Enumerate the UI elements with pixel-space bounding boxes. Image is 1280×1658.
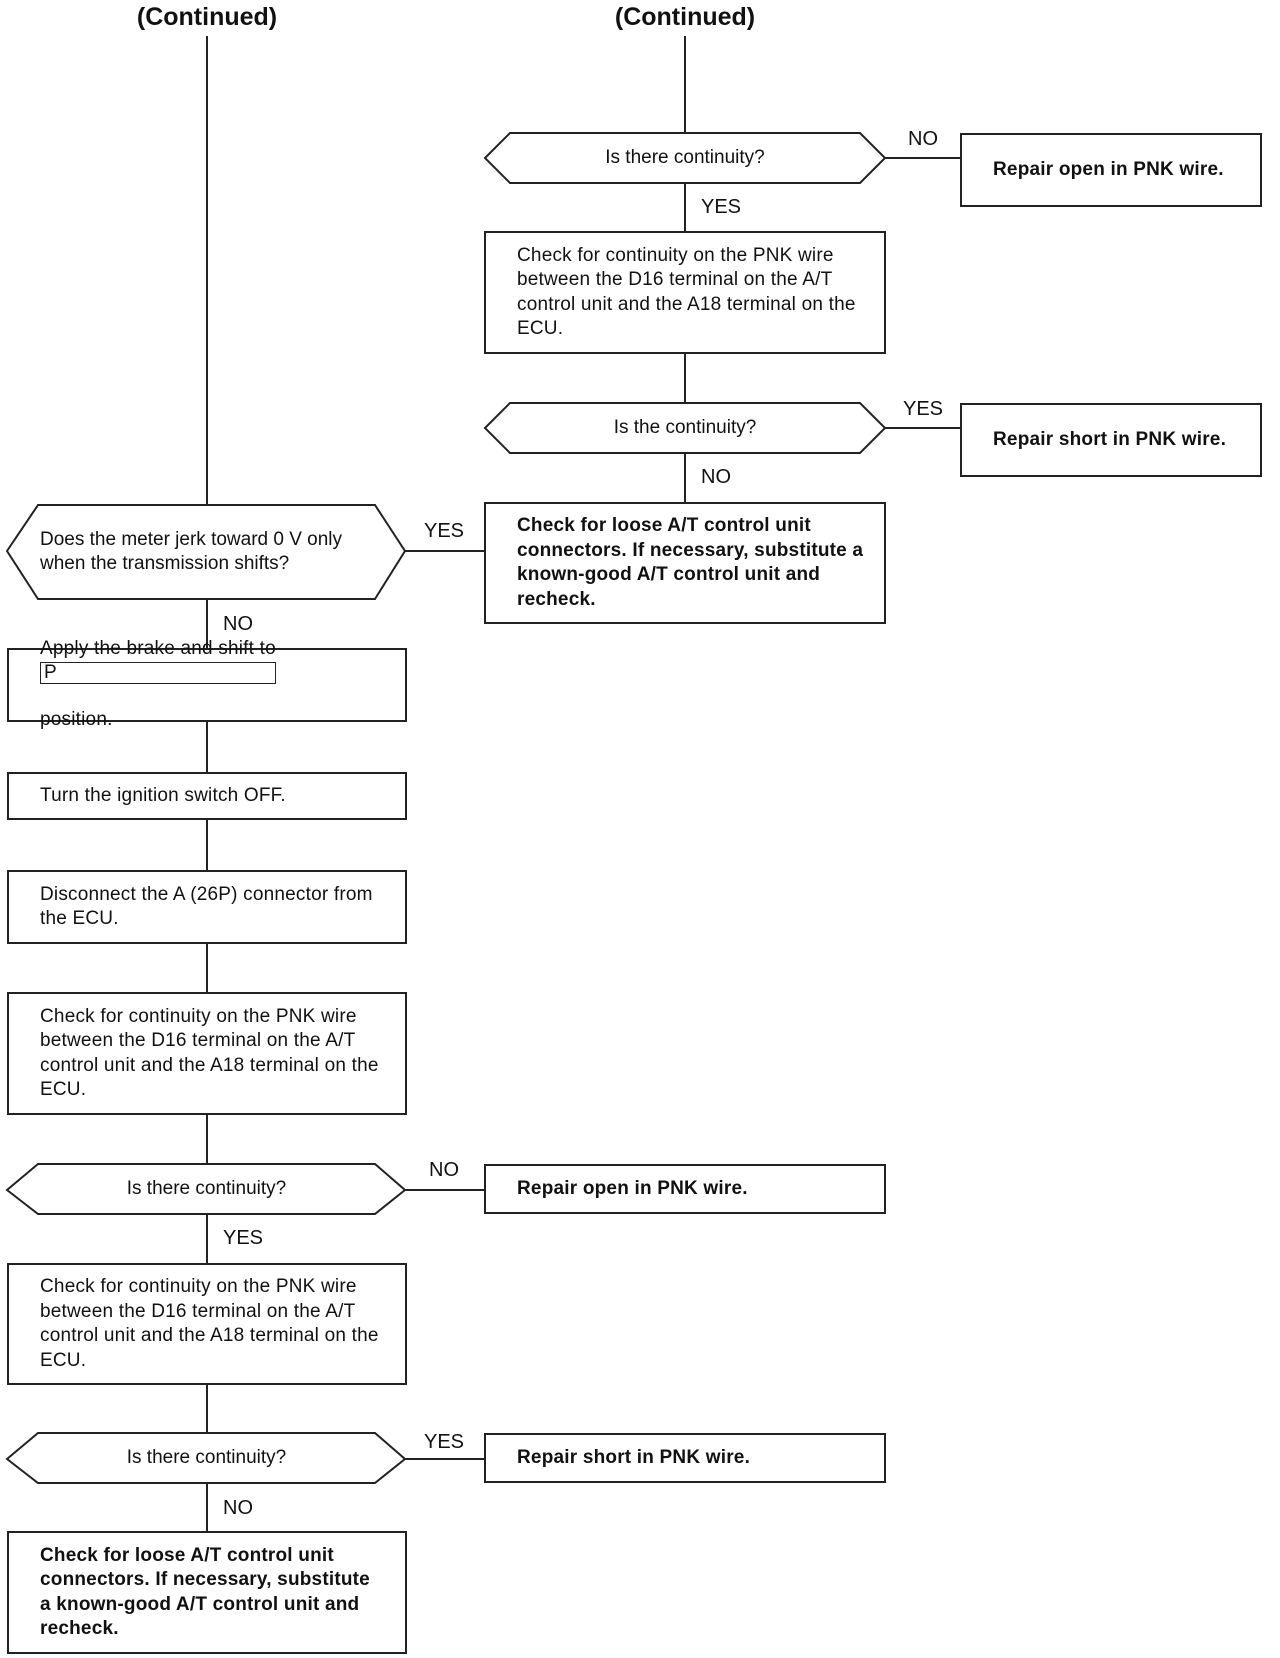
header-continued-left: (Continued) <box>136 3 278 31</box>
check-continuity-box-1: Check for continuity on the PNK wire bet… <box>484 231 886 354</box>
apply-brake-text-before: Apply the brake and shift to <box>40 638 276 660</box>
check-continuity-box-3: Check for continuity on the PNK wire bet… <box>7 1263 407 1385</box>
decision-2-no-label: NO <box>701 466 731 488</box>
repair-short-box-1: Repair short in PNK wire. <box>960 403 1262 477</box>
decision-meter-no-label: NO <box>223 613 253 635</box>
check-continuity-box-2: Check for continuity on the PNK wire bet… <box>7 992 407 1115</box>
decision-4-yes-label: YES <box>424 1431 465 1453</box>
decision-2-question: Is the continuity? <box>613 416 757 438</box>
decision-shape-1 <box>483 132 887 184</box>
decision-3-question: Is there continuity? <box>126 1177 287 1199</box>
decision-shape-4 <box>5 1432 407 1484</box>
decision-3-yes-label: YES <box>223 1227 264 1249</box>
repair-open-text-2: Repair open in PNK wire. <box>517 1177 748 1199</box>
decision-meter-question: Does the meter jerk toward 0 V only when… <box>40 528 343 575</box>
ignition-off-text: Turn the ignition switch OFF. <box>40 784 286 806</box>
decision-4-no-label: NO <box>223 1497 253 1519</box>
decision-shape-meter <box>5 504 407 600</box>
decision-shape-2 <box>483 402 887 454</box>
repair-short-text-2: Repair short in PNK wire. <box>517 1446 751 1468</box>
disconnect-box: Disconnect the A (26P) connector from th… <box>7 870 407 944</box>
repair-short-text-1: Repair short in PNK wire. <box>993 428 1227 450</box>
check-connectors-box-1: Check for loose A/T control unit connect… <box>484 502 886 624</box>
decision-1-yes-label: YES <box>701 196 742 218</box>
park-position-symbol: P <box>40 661 276 684</box>
repair-short-box-2: Repair short in PNK wire. <box>484 1433 886 1483</box>
check-continuity-text-2: Check for continuity on the PNK wire bet… <box>40 1005 379 1101</box>
apply-brake-text-after: position. <box>40 709 113 731</box>
check-connectors-box-2: Check for loose A/T control unit connect… <box>7 1531 407 1654</box>
check-continuity-text-1: Check for continuity on the PNK wire bet… <box>517 244 856 340</box>
header-continued-right: (Continued) <box>614 3 756 31</box>
check-continuity-text-3: Check for continuity on the PNK wire bet… <box>40 1276 379 1371</box>
decision-2-yes-label: YES <box>903 398 944 420</box>
decision-1-question: Is there continuity? <box>605 146 765 168</box>
decision-3-no-label: NO <box>429 1159 459 1181</box>
repair-open-box-2: Repair open in PNK wire. <box>484 1164 886 1214</box>
repair-open-box-1: Repair open in PNK wire. <box>960 133 1262 207</box>
ignition-off-box: Turn the ignition switch OFF. <box>7 772 407 820</box>
decision-1-no-label: NO <box>908 128 938 150</box>
decision-4-question: Is there continuity? <box>126 1446 287 1468</box>
decision-shape-3 <box>5 1163 407 1215</box>
disconnect-text: Disconnect the A (26P) connector from th… <box>40 883 373 930</box>
check-connectors-text-1: Check for loose A/T control unit connect… <box>517 515 864 610</box>
repair-open-text-1: Repair open in PNK wire. <box>993 158 1224 180</box>
decision-meter-yes-label: YES <box>424 520 465 542</box>
check-connectors-text-2: Check for loose A/T control unit connect… <box>40 1544 370 1640</box>
